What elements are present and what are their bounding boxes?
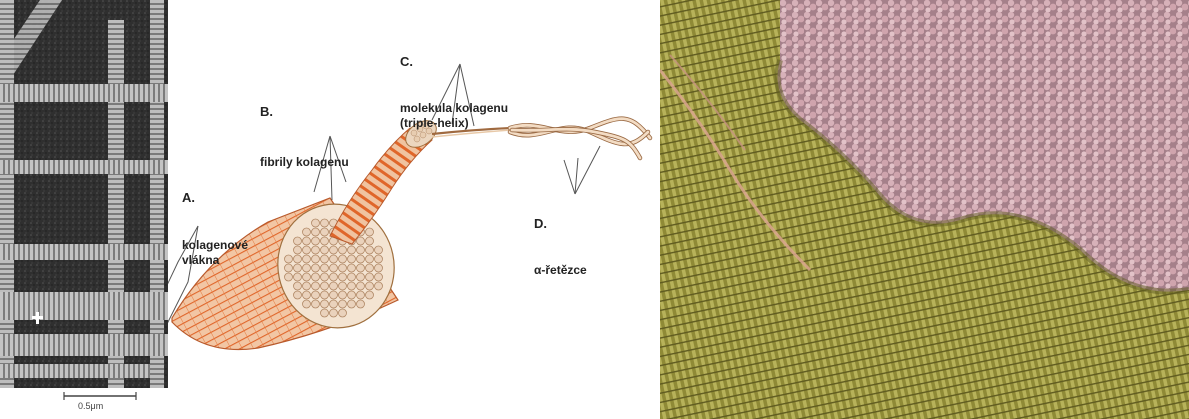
label-a: A. kolagenové vlákna <box>182 160 248 298</box>
label-d-text: α-řetězce <box>534 263 587 278</box>
label-b-letter: B. <box>260 104 349 119</box>
scale-bar-label: 0.5μm <box>78 401 103 411</box>
label-a-letter: A. <box>182 190 248 205</box>
collagen-diagram-panel: A. kolagenové vlákna B. fibrily kolagenu… <box>168 0 660 419</box>
label-d: D. α-řetězce <box>534 186 587 308</box>
sem-image-panel <box>660 0 1189 419</box>
label-d-letter: D. <box>534 216 587 231</box>
label-c-letter: C. <box>400 54 508 69</box>
label-b-text: fibrily kolagenu <box>260 155 349 170</box>
label-c-text: molekula kolagenu (triple-helix) <box>400 101 508 131</box>
label-b: B. fibrily kolagenu <box>260 74 349 200</box>
electron-micrograph-panel: 0.5μm <box>0 0 168 419</box>
electron-micrograph <box>0 0 168 419</box>
label-c: C. molekula kolagenu (triple-helix) <box>400 24 508 161</box>
sem-collagen-image <box>660 0 1189 419</box>
label-a-text: kolagenové vlákna <box>182 238 248 268</box>
